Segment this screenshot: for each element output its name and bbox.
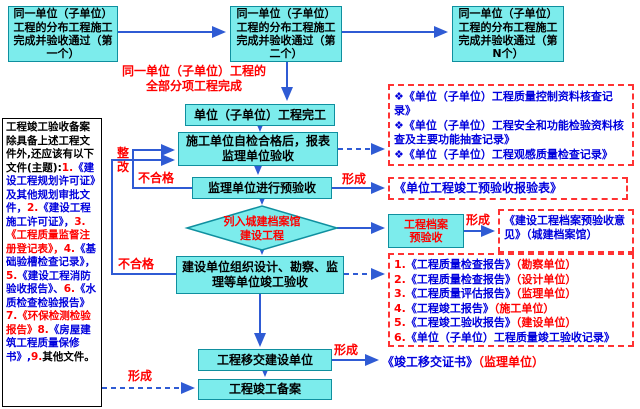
doc-item: 3.《工程质量评估报告》（监理单位）	[394, 287, 628, 302]
doc-item: ❖《单位（子单位）工程观感质量检查记录》	[394, 148, 628, 162]
all-items-complete-note: 同一单位（子单位）工程的全部分项工程完成	[121, 64, 266, 93]
top-box-nth-subproject: 同一单位（子单位）工程的分布工程施工完成并验收通过（第N个）	[452, 6, 564, 62]
doc-item: 1.《工程质量检查报告》（勘察单位）	[394, 258, 628, 273]
form-label-3: 形成	[334, 343, 359, 357]
doc-handover-certificate: 《竣工移交证书》（监理单位）	[382, 353, 544, 370]
flow-box-archive-preacceptance: 工程档案预验收	[388, 214, 464, 248]
doc-title: 《工程质量检查报告》	[405, 272, 516, 286]
flow-box-owner-organized-acceptance: 建设单位组织设计、勘察、监理等单位竣工验收	[176, 256, 344, 294]
doc-number: 1.	[394, 258, 406, 271]
doc-title: 《建设工程档案预验收意见》（城建档案馆）	[504, 214, 625, 242]
note-segment: 5.	[6, 269, 18, 282]
doc-number: 3.	[394, 287, 406, 300]
doc-number: 5.	[394, 316, 406, 329]
doc-unit: （设计单位）	[515, 272, 577, 286]
doc-title: 《工程质量检查报告》	[405, 258, 516, 271]
note-segment: 《基础验槽检查记录》，	[6, 242, 97, 269]
note-segment: 8.	[37, 323, 49, 336]
doc-title: 《单位工程竣工预验收报验表》	[394, 180, 563, 195]
doc-title: 《工程质量评估报告》	[405, 287, 516, 300]
fail-label-2: 不合格	[118, 257, 155, 271]
form-label-2: 形成	[466, 213, 491, 227]
note-segment: 3.	[74, 215, 86, 228]
form-label-1: 形成	[342, 172, 367, 186]
doc-list-quality-records: ❖《单位（子单位）工程质量控制资料核查记录》 ❖《单位（子单位）工程安全和功能检…	[388, 84, 634, 166]
doc-title: 《工程竣工报告》	[405, 301, 494, 315]
note-segment: 《建设工程消防验收报告》、	[6, 269, 91, 296]
note-segment: 《建设工程施工许可证》，	[6, 202, 91, 228]
note-segment: 《房屋建筑工程质量保修书》,	[6, 323, 91, 363]
doc-unit: （建设单位）	[515, 316, 577, 329]
note-segment: 1.	[61, 161, 74, 174]
note-segment: 其他文件。	[42, 350, 95, 363]
rectify-label: 整改	[117, 146, 130, 175]
doc-title: 《单位（子单位）工程安全和功能检验资料核查及主要功能抽查记录》	[394, 119, 624, 147]
doc-unit: （监理单位）	[478, 355, 545, 369]
filing-documents-note: 工程竣工验收备案除具备上述工程文件外,还应该有以下文件(主题):1.《建设工程规…	[2, 118, 102, 407]
doc-archive-preacceptance-opinion: 《建设工程档案预验收意见》（城建档案馆）	[498, 209, 634, 253]
top-box-second-subproject: 同一单位（子单位）工程的分布工程施工完成并验收通过（第二个）	[230, 6, 342, 62]
flow-box-self-inspection: 施工单位自检合格后，报表监理单位验收	[178, 132, 338, 166]
doc-unit: （监理单位）	[515, 287, 577, 300]
doc-preacceptance-report-form: 《单位工程竣工预验收报验表》	[388, 177, 628, 200]
top-box-first-subproject: 同一单位（子单位）工程的分布工程施工完成并验收通过（第一个）	[8, 6, 118, 62]
flow-box-completion-record: 工程竣工备案	[198, 379, 332, 400]
doc-number: 4.	[394, 301, 406, 315]
doc-title: 《单位（子单位）工程质量竣工验收记录》	[405, 330, 615, 344]
note-segment: 《水质检查检验报告》	[6, 283, 97, 309]
doc-list-acceptance-reports: 1.《工程质量检查报告》（勘察单位） 2.《工程质量检查报告》（设计单位） 3.…	[388, 253, 634, 347]
note-segment: 9.	[31, 350, 43, 363]
diamond-bullet-icon: ❖	[394, 90, 404, 103]
flow-box-handover: 工程移交建设单位	[198, 349, 332, 371]
note-segment: 《环保检测检验报告》	[6, 310, 91, 336]
doc-item: 4.《工程竣工报告》（施工单位）	[394, 302, 628, 317]
flow-box-supervisor-preacceptance: 监理单位进行预验收	[192, 177, 332, 199]
diamond-bullet-icon: ❖	[394, 148, 404, 162]
doc-item: ❖《单位（子单位）工程质量控制资料核查记录》	[394, 90, 628, 118]
doc-title: 《单位（子单位）工程观感质量检查记录》	[403, 148, 613, 162]
note-segment: 《建设工程规划许可证》及其他规划审批文件，	[6, 161, 96, 215]
doc-unit: （勘察单位）	[515, 258, 577, 271]
note-segment: 2.	[27, 202, 39, 214]
doc-title: 《单位（子单位）工程质量控制资料核查记录》	[394, 90, 613, 118]
doc-title: 《工程竣工验收报告》	[405, 316, 516, 329]
fail-label-1: 不合格	[138, 171, 175, 185]
doc-item: ❖《单位（子单位）工程安全和功能检验资料核查及主要功能抽查记录》	[394, 119, 628, 147]
doc-number: 6.	[394, 330, 406, 344]
doc-item: 5.《工程竣工验收报告》（建设单位）	[394, 316, 628, 331]
doc-number: 2.	[394, 272, 406, 286]
doc-item: 6.《单位（子单位）工程质量竣工验收记录》	[394, 331, 628, 346]
note-segment: 4.	[63, 242, 76, 255]
doc-unit: （施工单位）	[493, 301, 555, 315]
archive-decision-label: 列入城建档案馆建设工程	[223, 215, 301, 242]
note-segment: 6.	[63, 283, 76, 295]
note-segment: 《工程质量监督注册登记表》，	[6, 229, 90, 255]
form-label-4: 形成	[128, 369, 153, 383]
diamond-bullet-icon: ❖	[394, 119, 404, 133]
doc-title: 《竣工移交证书》	[382, 355, 479, 369]
note-segment: 工程竣工验收备案除具备上述工程文件外,还应该有以下文件(主题):	[6, 121, 94, 174]
note-segment: 7.	[6, 310, 18, 322]
flow-box-project-complete: 单位（子单位）工程完工	[185, 104, 335, 126]
doc-item: 2.《工程质量检查报告》（设计单位）	[394, 273, 628, 288]
